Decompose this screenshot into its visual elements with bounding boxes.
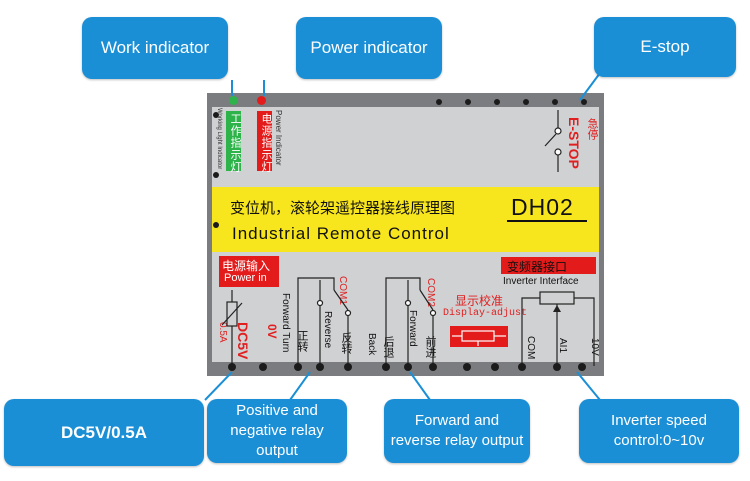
- callout-work-indicator: Work indicator: [82, 17, 228, 79]
- callout-fwd-rev-output: Forward and reverse relay output: [384, 399, 530, 463]
- estop-label-en: E-STOP: [566, 117, 582, 169]
- title-en: Industrial Remote Control: [232, 224, 450, 243]
- terminal: [228, 363, 236, 371]
- terminal: [344, 363, 352, 371]
- callout-estop: E-stop: [594, 17, 736, 77]
- power-in-label-cn: 电源输入: [222, 259, 271, 273]
- mount-hole: [552, 99, 558, 105]
- forward-label-en: Forward: [407, 310, 418, 347]
- power-light-label-cn: 电源指示灯: [260, 113, 272, 173]
- back-label-cn: 后退: [382, 336, 394, 358]
- callout-dc5v: DC5V/0.5A: [4, 399, 204, 466]
- reverse-label-en: Reverse: [322, 311, 333, 349]
- mount-hole: [213, 112, 219, 118]
- com2-label: COM2: [425, 278, 436, 307]
- forward-turn-label-cn: 正转: [296, 330, 308, 352]
- terminal: [491, 363, 499, 371]
- terminal: [553, 363, 561, 371]
- inverter-label-en: Inverter Interface: [503, 276, 579, 287]
- terminal: [259, 363, 267, 371]
- terminal: [382, 363, 390, 371]
- ai1-label: AI1: [557, 338, 568, 354]
- mount-hole: [213, 222, 219, 228]
- amp-label: 0.5A: [217, 322, 228, 343]
- terminal: [578, 363, 586, 371]
- model-underline: [507, 193, 587, 222]
- terminal: [518, 363, 526, 371]
- display-adjust-label-cn: 显示校准: [455, 294, 504, 308]
- board-top-panel: [212, 107, 599, 187]
- power-light-label-en: Power Indicator: [274, 110, 283, 166]
- power-in-label-box: [219, 256, 279, 287]
- power-in-label-en: Power in: [224, 272, 267, 284]
- model-label: DH02: [511, 194, 574, 220]
- terminal: [463, 363, 471, 371]
- estop-label-cn: 急停: [586, 118, 598, 140]
- reverse-label-cn: 反转: [340, 332, 352, 354]
- mount-hole: [213, 172, 219, 178]
- callout-relay-output: Positive and negative relay output: [207, 399, 347, 463]
- back-label-en: Back: [366, 333, 377, 356]
- com-label: COM: [525, 336, 536, 360]
- callout-inverter-speed: Inverter speed control:0~10v: [579, 399, 739, 463]
- terminal: [429, 363, 437, 371]
- callout-power-indicator: Power indicator: [296, 17, 442, 79]
- mount-hole: [523, 99, 529, 105]
- terminal: [294, 363, 302, 371]
- terminal: [316, 363, 324, 371]
- com1-label: COM1: [337, 276, 348, 305]
- terminal: [404, 363, 412, 371]
- work-light-label-en: Working Light Indicator: [216, 108, 222, 170]
- title-cn: 变位机，滚轮架遥控器接线原理图: [230, 200, 456, 217]
- mount-hole: [494, 99, 500, 105]
- inverter-label-cn: 变频器接口: [507, 260, 568, 274]
- zero-v-label: 0V: [265, 324, 279, 339]
- mount-hole: [436, 99, 442, 105]
- title-band: [212, 187, 599, 252]
- mount-hole: [581, 99, 587, 105]
- mount-hole: [465, 99, 471, 105]
- power-light-label-box: [257, 111, 272, 171]
- dc5v-label: DC5V: [235, 322, 251, 360]
- work-light-label-cn: 工作指示灯: [229, 113, 241, 173]
- work-light-label-box: [226, 111, 241, 171]
- work-led: [229, 96, 238, 105]
- power-led: [257, 96, 266, 105]
- display-adjust-label-en: Display-adjust: [443, 308, 528, 319]
- inverter-label-box: [501, 257, 596, 274]
- forward-turn-label-en: Forward Turn: [280, 293, 291, 353]
